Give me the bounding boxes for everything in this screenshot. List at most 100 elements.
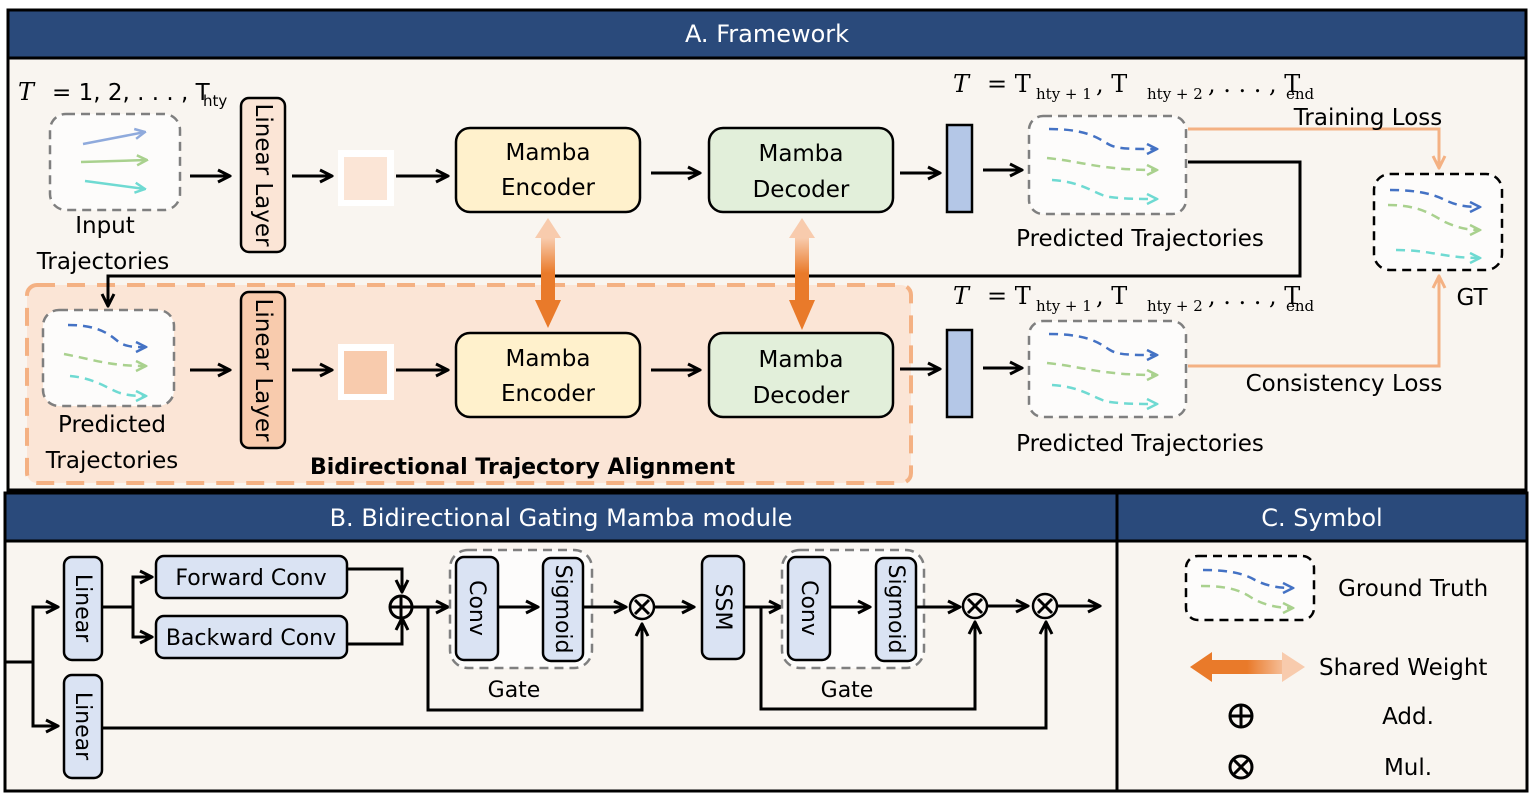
time-var: T [18,78,36,106]
output-time-label-bottom: T = T hty + 1 , T hty + 2 , . . . , T en… [953,282,1315,315]
output-time-label-top: T = T hty + 1 , T hty + 2 , . . . , T en… [953,70,1315,103]
traj-blue [67,323,146,347]
predicted-label-bottom: Predicted Trajectories [1016,431,1264,457]
arrow [131,607,152,637]
gate2-conv-block [786,555,832,662]
gate-2: Conv Sigmoid [780,548,926,670]
gate1-label: Gate [488,678,541,703]
mul-node-1 [628,593,656,621]
section-framework: A. Framework Bidirectional Trajectory Al… [6,8,1528,492]
linear-layer-top-label: Linear Layer [250,104,276,247]
gate2-conv-label: Conv [796,580,821,636]
out-time-sub3: end [1286,85,1315,103]
linear-layer-bottom: Linear Layer [239,290,287,450]
linear-top-block: Linear [62,555,104,662]
gate1-sigmoid-label: Sigmoid [550,564,575,653]
traj-cyan [1051,178,1157,199]
gate1-sigmoid-block [541,556,585,663]
out-time-mid: , T [1096,282,1127,310]
gate-1: Conv Sigmoid [448,548,594,670]
residual-connector [426,607,642,712]
section-bgm-module: B. Bidirectional Gating Mamba module Lin… [3,491,1119,793]
arrow [347,618,402,646]
predicted-trajectories-top [1027,114,1188,216]
shared-weight-arrow-decoder [789,218,815,330]
ssm-block: SSM [700,554,746,661]
framework-title: A. Framework [685,20,849,48]
out-time-var: T [953,282,971,310]
input-label-1: Input [75,213,135,239]
out-time-sub3: end [1286,297,1315,315]
gate2-label: Gate [821,678,874,703]
mamba-decoder-top: Mamba Decoder [707,126,895,214]
traj-arrow-blue [82,132,145,146]
gate2-sigmoid-block [874,556,918,663]
section-symbol: C. Symbol Ground Truth Shared Weight Add… [1115,491,1529,793]
out-time-eq: = T [987,282,1031,310]
consistency-loss-label: Consistency Loss [1246,371,1443,397]
gt-traj-blue [1389,188,1480,207]
add-legend-label: Add. [1382,704,1434,730]
out-time-eq: = T [987,70,1031,98]
linear-branch-connector [103,622,1046,730]
arrow [347,567,402,592]
decoder-bottom-line1: Mamba [758,347,843,373]
input-trajectories-box [48,112,182,212]
arrow [31,662,58,726]
encoder-top-line1: Mamba [505,140,590,166]
ssm-label: SSM [710,584,735,631]
gt-traj-green [1387,203,1480,230]
linear-bottom-block: Linear [62,673,104,780]
gt-label: GT [1456,285,1488,311]
traj-green [1046,361,1157,375]
traj-green [63,352,146,366]
feedback-connector [108,160,1302,306]
linear-layer-bottom-label: Linear Layer [250,299,276,442]
ground-truth-box [1372,172,1504,272]
gate1-conv-label: Conv [464,580,489,636]
ground-truth-icon [1184,554,1316,622]
arrow [31,607,58,662]
input-time-label: T = 1, 2, . . . , T hty [18,78,227,110]
predicted-input-label-2: Trajectories [45,448,178,474]
predicted-label-top: Predicted Trajectories [1016,226,1264,252]
framework-header [6,8,1528,60]
backward-conv-block: Backward Conv [154,614,349,660]
linear-bottom-label: Linear [70,692,95,761]
mul-node-3 [1031,592,1059,620]
bgm-title: B. Bidirectional Gating Mamba module [330,504,793,532]
forward-conv-label: Forward Conv [175,566,326,591]
linear-top-label: Linear [70,574,95,643]
arrow [131,577,152,607]
encoder-bottom-line1: Mamba [505,346,590,372]
shared-weight-legend-label: Shared Weight [1319,655,1487,681]
traj-cyan [69,374,146,396]
backward-conv-label: Backward Conv [166,626,336,651]
consistency-loss-connector [1188,276,1439,368]
mamba-encoder-top: Mamba Encoder [454,126,642,214]
traj-blue [1048,332,1157,355]
embedding-top [344,157,387,200]
ground-truth-legend-label: Ground Truth [1338,576,1488,602]
out-time-mid: , T [1096,70,1127,98]
time-eq: = 1, 2, . . . , T [52,80,211,106]
out-time-rest: , . . . , T [1208,282,1300,310]
residual-connector [759,607,975,711]
bgm-header [3,491,1119,543]
alignment-title: Bidirectional Trajectory Alignment [310,455,736,480]
mamba-encoder-bottom: Mamba Encoder [454,331,642,419]
out-time-rest: , . . . , T [1208,70,1300,98]
add-node [388,594,414,620]
decoder-top-line2: Decoder [753,177,850,203]
encoder-bottom-line2: Encoder [501,381,596,407]
training-loss-connector [1188,127,1439,168]
traj-blue [1048,127,1157,149]
output-projection-top [945,123,974,214]
decoder-top-line1: Mamba [758,141,843,167]
out-time-sub1: hty + 1 [1036,297,1092,315]
output-projection-bottom [945,328,974,419]
embedding-bottom [344,351,387,394]
gate1-conv-block [454,555,500,662]
traj-arrow-cyan [84,179,145,189]
